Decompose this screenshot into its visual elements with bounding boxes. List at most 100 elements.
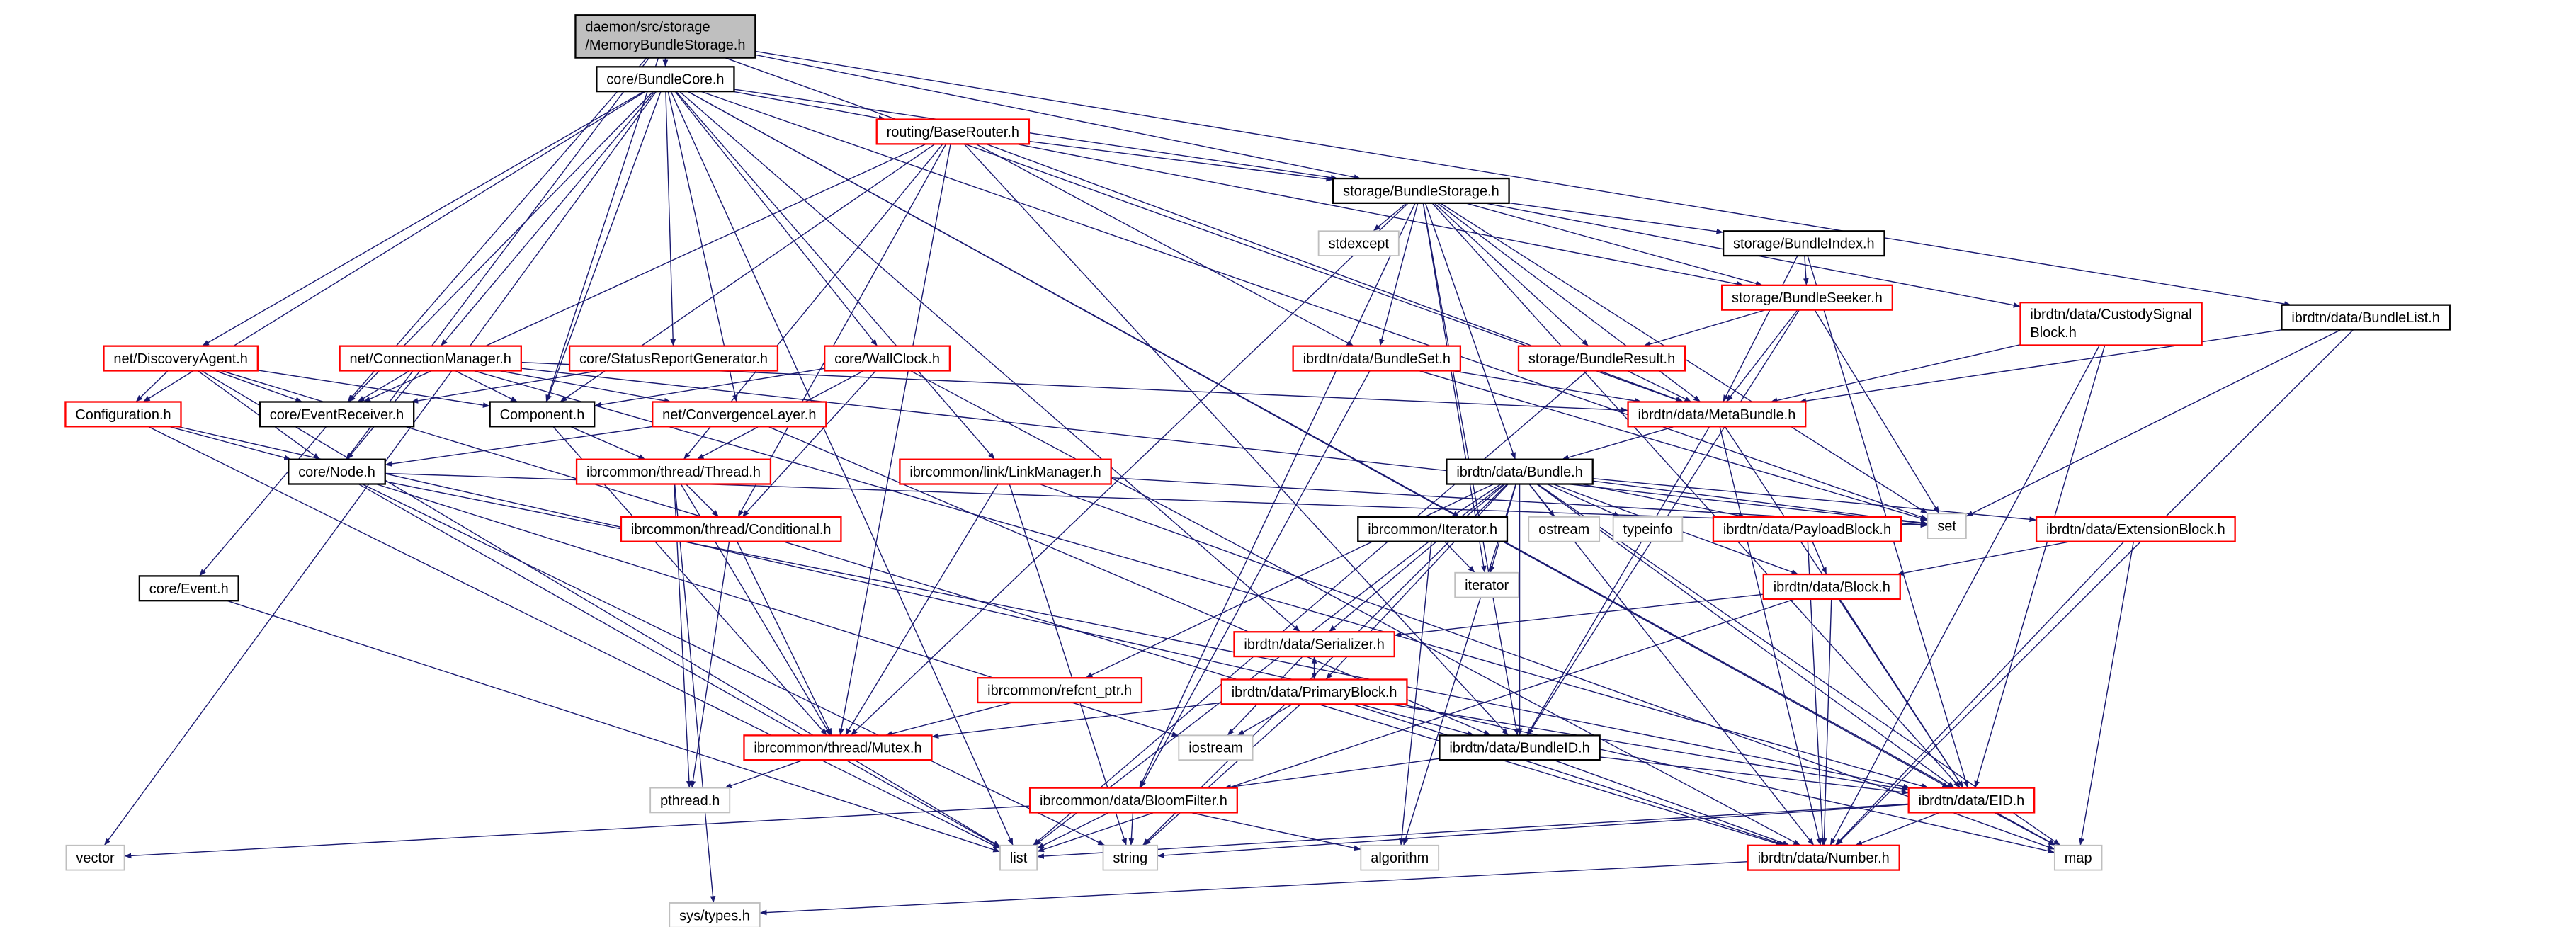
edge-block-to-number — [1821, 598, 1832, 846]
node-srg[interactable]: core/StatusReportGenerator.h — [568, 345, 779, 372]
node-pthread[interactable]: pthread.h — [649, 787, 731, 814]
node-blist[interactable]: ibrdtn/data/BundleList.h — [2281, 304, 2451, 331]
edge-blist-to-number — [1835, 329, 2354, 846]
edge-bstorage-to-mutex — [850, 203, 1409, 736]
node-label: storage/BundleStorage.h — [1343, 183, 1499, 199]
node-box — [103, 345, 259, 372]
node-bindex[interactable]: storage/BundleIndex.h — [1722, 230, 1885, 257]
node-box — [1722, 230, 1885, 257]
edge-thread-to-systypes — [674, 484, 716, 904]
node-config[interactable]: Configuration.h — [64, 401, 182, 428]
edge-thread-to-conditional — [685, 484, 720, 518]
node-metabundle[interactable]: ibrdtn/data/MetaBundle.h — [1627, 401, 1807, 428]
edge-router-to-bundleid — [963, 143, 1509, 736]
edge-bstorage-to-eid — [1431, 203, 1961, 789]
edge-bindex-to-metabundle — [1723, 255, 1798, 402]
node-label: ibrcommon/thread/Mutex.h — [754, 741, 921, 756]
node-component[interactable]: Component.h — [489, 401, 596, 428]
node-label: ibrcommon/Iterator.h — [1368, 522, 1497, 538]
node-list[interactable]: list — [999, 844, 1038, 871]
node-evrecv[interactable]: core/EventReceiver.h — [259, 401, 415, 428]
node-systypes[interactable]: sys/types.h — [669, 902, 761, 927]
node-connmgr[interactable]: net/ConnectionManager.h — [339, 345, 522, 372]
node-box — [999, 844, 1038, 871]
node-router[interactable]: routing/BaseRouter.h — [875, 118, 1031, 145]
node-convlayer[interactable]: net/ConvergenceLayer.h — [652, 401, 827, 428]
node-wallclock[interactable]: core/WallClock.h — [824, 345, 951, 372]
node-mbs[interactable]: daemon/src/storage/MemoryBundleStorage.h — [574, 14, 756, 59]
node-box — [875, 118, 1031, 145]
node-extblock[interactable]: ibrdtn/data/ExtensionBlock.h — [2035, 516, 2236, 542]
node-label: Block.h — [2030, 325, 2076, 341]
edge-bloom-to-list — [1036, 812, 1109, 849]
edge-bstorage-to-bloom — [1139, 203, 1416, 788]
node-event[interactable]: core/Event.h — [138, 575, 239, 602]
node-set[interactable]: set — [1927, 513, 1967, 539]
node-typeinfo[interactable]: typeinfo — [1612, 516, 1684, 542]
node-refcnt[interactable]: ibrcommon/refcnt_ptr.h — [977, 677, 1143, 704]
node-linkmgr[interactable]: ibrcommon/link/LinkManager.h — [899, 458, 1112, 485]
node-node[interactable]: core/Node.h — [288, 458, 386, 485]
edge-discovery-to-node — [197, 370, 320, 460]
edge-custody-to-number — [1829, 345, 2100, 846]
node-core[interactable]: core/BundleCore.h — [596, 66, 735, 93]
node-label: net/ConvergenceLayer.h — [662, 407, 816, 423]
node-conditional[interactable]: ibrcommon/thread/Conditional.h — [620, 516, 842, 542]
edge-bloom-to-algorithm — [1190, 812, 1361, 851]
node-primary[interactable]: ibrdtn/data/PrimaryBlock.h — [1220, 678, 1408, 705]
edge-evrecv-to-event — [198, 426, 327, 576]
edge-router-to-bstorage — [1028, 140, 1334, 182]
node-bstorage[interactable]: storage/BundleStorage.h — [1332, 177, 1510, 205]
node-label: algorithm — [1371, 851, 1429, 866]
edge-core-to-discovery — [201, 91, 645, 347]
node-stdexcept[interactable]: stdexcept — [1317, 230, 1400, 257]
node-iterator[interactable]: iterator — [1454, 571, 1520, 598]
node-label: ibrdtn/data/Block.h — [1774, 579, 1890, 595]
node-box — [1332, 177, 1510, 205]
edge-primary-to-bundleid — [1359, 703, 1475, 737]
node-map[interactable]: map — [2053, 844, 2103, 871]
edge-core-to-router — [732, 91, 886, 121]
edge-config-to-list — [147, 426, 1001, 849]
node-thread[interactable]: ibrcommon/thread/Thread.h — [575, 458, 772, 485]
node-bloom[interactable]: ibrcommon/data/BloomFilter.h — [1028, 787, 1238, 814]
edge-bstorage-to-bresult — [1434, 203, 1589, 347]
edge-bset-to-set — [1418, 370, 1928, 521]
node-label: iterator — [1465, 578, 1509, 593]
node-serializer[interactable]: ibrdtn/data/Serializer.h — [1233, 631, 1395, 658]
edge-bundle-to-Iterator — [1451, 483, 1502, 518]
node-label: daemon/src/storage — [585, 19, 710, 35]
edge-connmgr-to-convlayer — [498, 370, 671, 404]
node-string[interactable]: string — [1102, 844, 1159, 871]
node-box — [1720, 284, 1893, 311]
node-ostream[interactable]: ostream — [1528, 516, 1601, 542]
node-Iterator[interactable]: ibrcommon/Iterator.h — [1357, 516, 1509, 542]
edge-bundleid-to-bloom — [1224, 758, 1440, 790]
node-bresult[interactable]: storage/BundleResult.h — [1517, 345, 1686, 372]
node-discovery[interactable]: net/DiscoveryAgent.h — [103, 345, 259, 372]
node-block[interactable]: ibrdtn/data/Block.h — [1762, 573, 1901, 601]
node-number[interactable]: ibrdtn/data/Number.h — [1747, 844, 1900, 871]
node-label: ibrdtn/data/BundleSet.h — [1303, 351, 1451, 367]
edge-bundle-to-number — [1528, 484, 1815, 846]
node-mutex[interactable]: ibrcommon/thread/Mutex.h — [743, 734, 933, 761]
edge-bstorage-to-metabundle — [1436, 203, 1701, 403]
edge-bundleid-to-eid — [1599, 756, 1909, 795]
node-eid[interactable]: ibrdtn/data/EID.h — [1907, 787, 2036, 814]
node-bundle[interactable]: ibrdtn/data/Bundle.h — [1446, 458, 1594, 485]
node-box — [1762, 573, 1901, 601]
node-label: ibrcommon/thread/Conditional.h — [631, 522, 832, 538]
node-label: core/BundleCore.h — [606, 72, 724, 88]
node-payload[interactable]: ibrdtn/data/PayloadBlock.h — [1712, 516, 1902, 542]
node-bset[interactable]: ibrdtn/data/BundleSet.h — [1292, 345, 1462, 372]
node-algorithm[interactable]: algorithm — [1360, 844, 1440, 871]
edge-primary-to-mutex — [931, 702, 1222, 739]
edge-connmgr-to-evrecv — [357, 370, 410, 403]
node-vector[interactable]: vector — [65, 844, 125, 871]
edge-router-to-mutex — [839, 144, 951, 736]
node-label: ibrcommon/thread/Thread.h — [586, 465, 761, 480]
node-bseeker[interactable]: storage/BundleSeeker.h — [1720, 284, 1893, 311]
node-iostream[interactable]: iostream — [1178, 734, 1254, 761]
node-bundleid[interactable]: ibrdtn/data/BundleID.h — [1439, 734, 1601, 761]
